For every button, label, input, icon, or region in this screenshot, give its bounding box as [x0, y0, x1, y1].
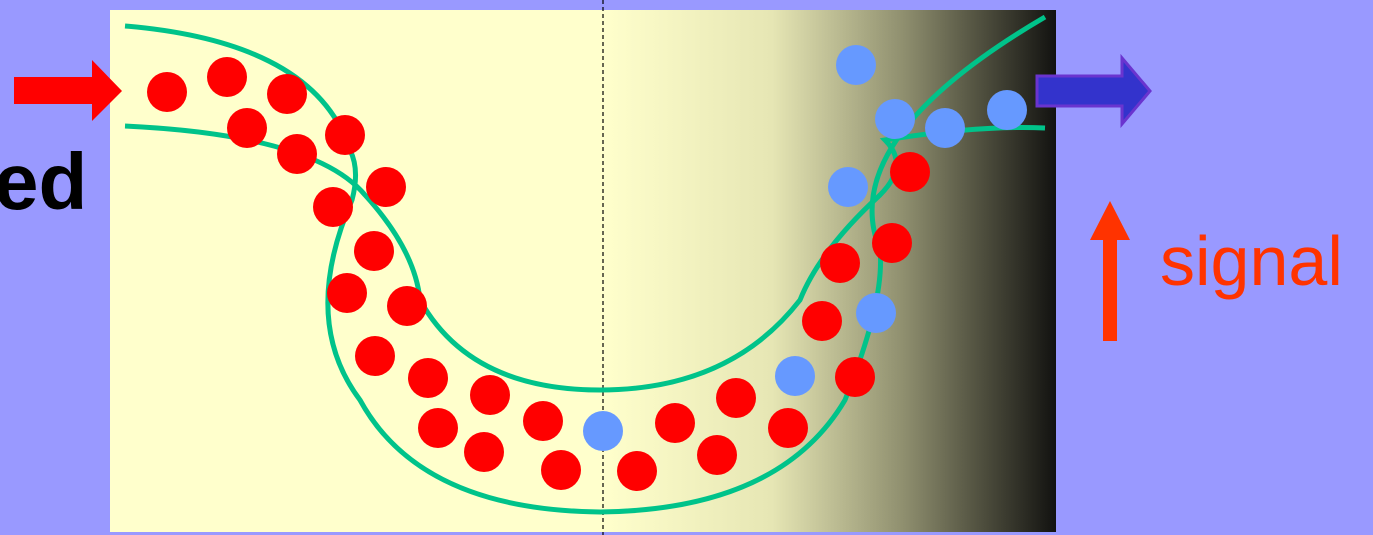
red-particle [802, 301, 842, 341]
red-particle [325, 115, 365, 155]
red-particle [366, 167, 406, 207]
red-particle [408, 358, 448, 398]
red-particle [418, 408, 458, 448]
red-particle [523, 401, 563, 441]
red-particle [387, 286, 427, 326]
blue-particle [583, 411, 623, 451]
input-arrow-icon [14, 60, 122, 121]
red-particle [354, 231, 394, 271]
blue-particle [925, 108, 965, 148]
red-particle [313, 187, 353, 227]
blue-particle [836, 45, 876, 85]
blue-particle [775, 356, 815, 396]
red-particle [716, 378, 756, 418]
red-particle [355, 336, 395, 376]
detector-panel [110, 10, 1056, 532]
red-particle [835, 357, 875, 397]
red-particle [147, 72, 187, 112]
red-particle [820, 243, 860, 283]
red-particle [768, 408, 808, 448]
red-particle [617, 451, 657, 491]
red-particle [277, 134, 317, 174]
red-particle [470, 375, 510, 415]
signal-label: signal [1160, 222, 1343, 300]
red-particle [267, 74, 307, 114]
blue-particle [828, 167, 868, 207]
red-particle [872, 223, 912, 263]
red-particle [464, 432, 504, 472]
cut-off-label: ed [0, 137, 88, 226]
blue-particle [875, 99, 915, 139]
red-particle [697, 435, 737, 475]
signal-arrow-icon [1090, 201, 1130, 341]
red-particle [890, 152, 930, 192]
red-particle [327, 273, 367, 313]
channel-inner-wall [124, 123, 1046, 393]
red-particle [207, 57, 247, 97]
output-arrow-icon [1035, 53, 1152, 129]
blue-particle [987, 90, 1027, 130]
blue-particle [856, 293, 896, 333]
red-particle [227, 108, 267, 148]
red-particle [541, 450, 581, 490]
particle-group [147, 45, 1027, 491]
red-particle [655, 403, 695, 443]
